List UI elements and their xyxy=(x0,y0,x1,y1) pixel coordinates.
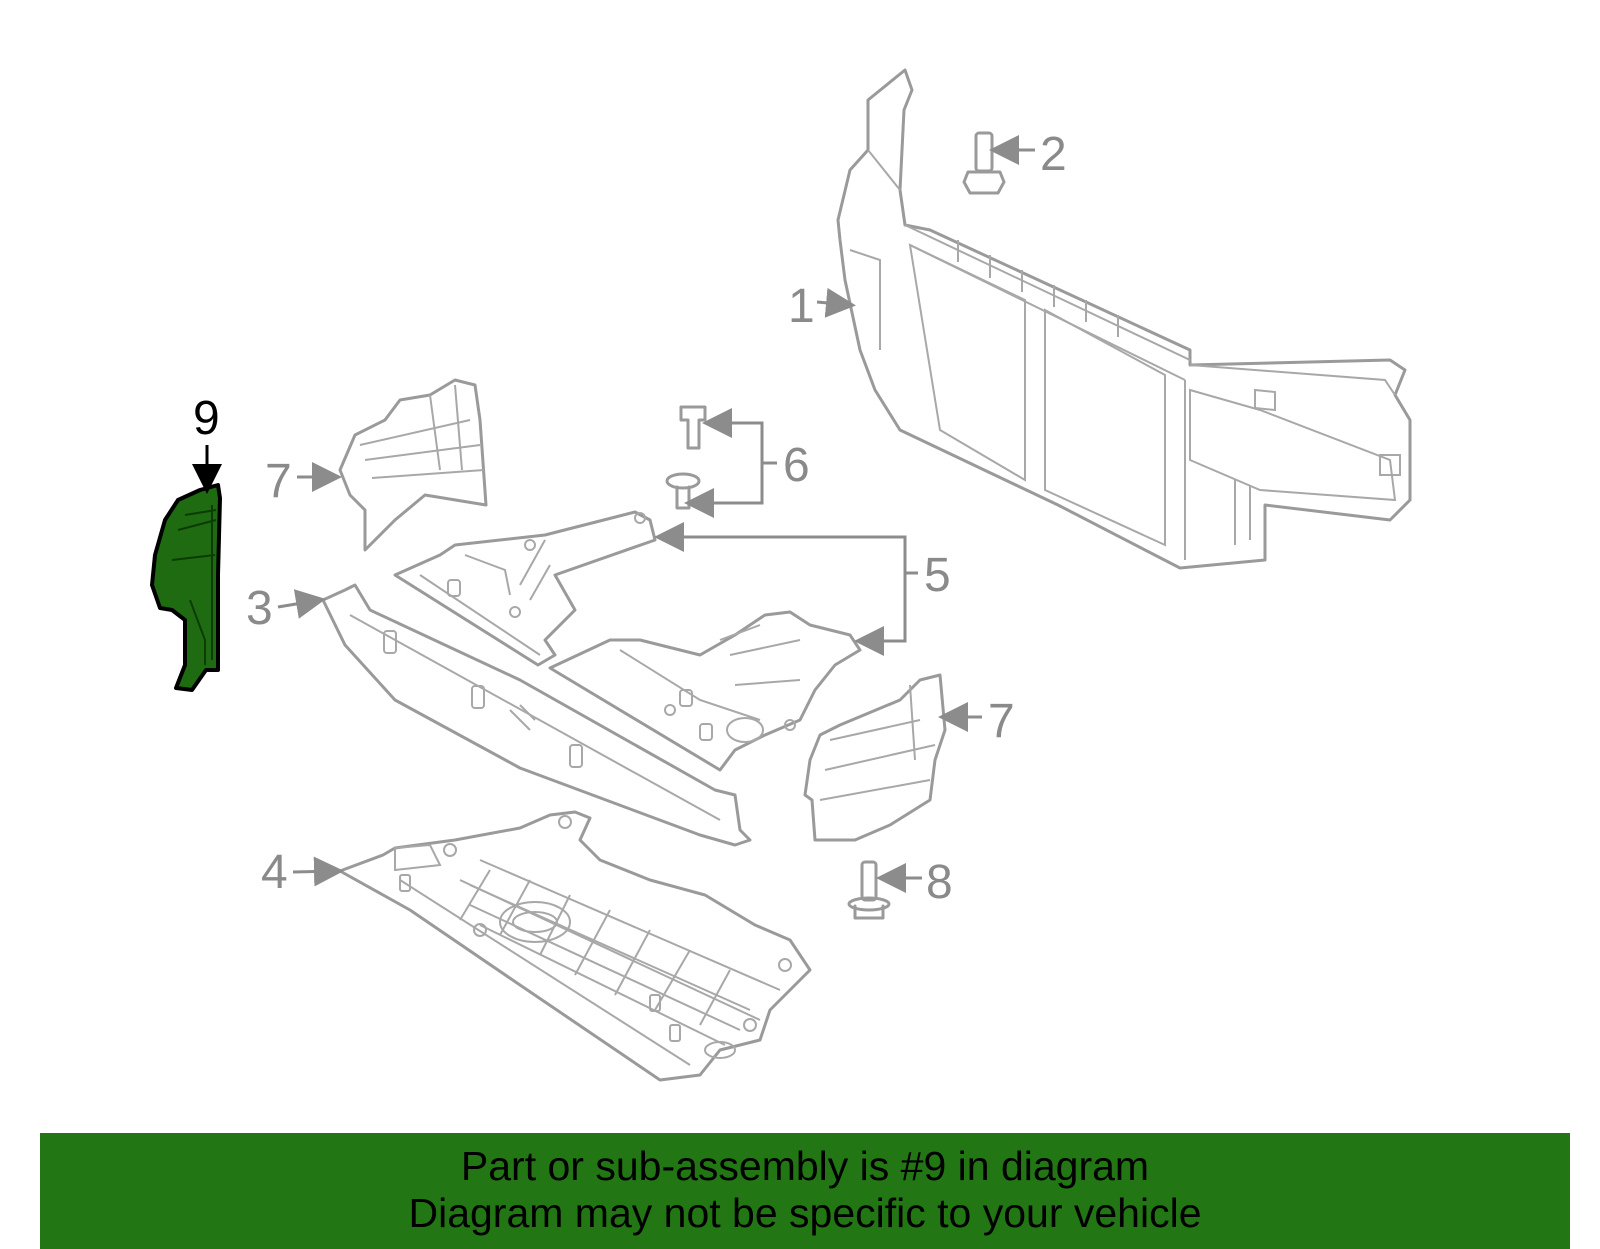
banner-line-2: Diagram may not be specific to your vehi… xyxy=(408,1190,1202,1236)
part-2-bolt xyxy=(962,131,1006,195)
callout-2: 2 xyxy=(1040,128,1067,181)
part-info-banner: Part or sub-assembly is #9 in diagram Di… xyxy=(40,1133,1570,1249)
callout-7-upper: 7 xyxy=(265,455,292,508)
callout-7-lower: 7 xyxy=(988,695,1015,748)
banner-line-1: Part or sub-assembly is #9 in diagram xyxy=(460,1143,1150,1189)
callout-3: 3 xyxy=(246,582,273,635)
part-7-lower-deflector xyxy=(803,673,947,842)
part-6-clips xyxy=(665,405,707,510)
leader-lines xyxy=(192,135,1035,893)
part-7-upper-deflector xyxy=(338,378,488,552)
callout-6: 6 xyxy=(783,439,810,492)
part-9-highlighted xyxy=(150,483,222,692)
part-4-main-under-cover xyxy=(338,810,812,1082)
callout-5: 5 xyxy=(924,549,951,602)
part-3-lower-cover xyxy=(321,583,752,847)
part-5-under-covers xyxy=(393,510,862,772)
callout-4: 4 xyxy=(261,846,288,899)
callout-8: 8 xyxy=(926,856,953,909)
callout-9: 9 xyxy=(193,392,220,445)
callout-1: 1 xyxy=(788,280,815,333)
part-8-bolt xyxy=(847,860,891,920)
part-1-radiator-support xyxy=(836,68,1412,570)
parts-diagram: 1 2 3 4 5 6 7 7 8 9 xyxy=(150,68,1412,1082)
